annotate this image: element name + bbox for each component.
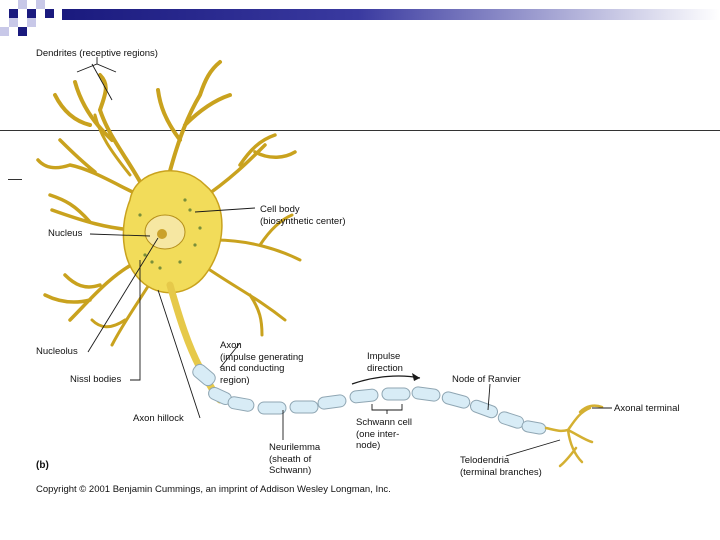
telodendria-line-1: Telodendria bbox=[460, 455, 510, 466]
decor-square bbox=[27, 9, 36, 18]
nucleus-label-text: Nucleus bbox=[48, 228, 83, 239]
decor-square bbox=[9, 9, 18, 18]
axon-desc-line-2: and conducting bbox=[220, 363, 285, 374]
node-of-ranvier-label-text: Node of Ranvier bbox=[452, 374, 521, 385]
title-gradient-bar bbox=[62, 9, 720, 20]
decorative-squares bbox=[0, 0, 720, 40]
impulse-direction-arrow bbox=[351, 375, 421, 385]
nucleus-label: Nucleus bbox=[48, 228, 82, 240]
decor-square bbox=[9, 18, 18, 27]
nucleolus-shape bbox=[157, 229, 167, 239]
schwann-cell-line-1: Schwann cell bbox=[356, 417, 412, 428]
nissl-bodies-label: Nissl bodies bbox=[70, 374, 121, 386]
axon-terminal-branches bbox=[544, 404, 604, 468]
nucleolus-label-text: Nucleolus bbox=[36, 346, 78, 357]
nissl-bodies-label-text: Nissl bodies bbox=[70, 374, 122, 385]
impulse-direction-line-2: direction bbox=[367, 362, 403, 374]
impulse-direction-line-1: Impulse bbox=[367, 351, 401, 362]
dendrites-label: Dendrites (receptive regions) bbox=[36, 48, 158, 60]
axon-label: Axon (impulse generating and conducting … bbox=[220, 340, 303, 386]
leader-lines bbox=[76, 57, 612, 457]
neurilemma-label: Neurilemma (sheath of Schwann) bbox=[269, 442, 320, 477]
axon-hillock-label-text: Axon hillock bbox=[133, 413, 184, 424]
nucleolus-label: Nucleolus bbox=[36, 346, 78, 358]
cell-body-title: Cell body bbox=[260, 204, 300, 215]
panel-label: (b) bbox=[36, 460, 49, 471]
axon-desc-line-3: region) bbox=[220, 374, 250, 386]
decor-square bbox=[0, 27, 9, 36]
impulse-direction-label: Impulse direction bbox=[367, 351, 403, 374]
cell-body-subtitle: (biosynthetic center) bbox=[260, 215, 346, 227]
schwann-cell-line-2: (one inter- bbox=[356, 428, 400, 440]
neurilemma-line-1: Neurilemma bbox=[269, 442, 321, 453]
axonal-terminal-label-text: Axonal terminal bbox=[614, 403, 680, 414]
arrow-head bbox=[412, 373, 420, 381]
node-of-ranvier-label: Node of Ranvier bbox=[452, 374, 521, 386]
decor-square bbox=[45, 9, 54, 18]
axon-desc-line-1: (impulse generating bbox=[220, 351, 304, 363]
slide-divider-line bbox=[0, 130, 720, 131]
decor-square bbox=[18, 27, 27, 36]
dendrites-label-text: Dendrites (receptive regions) bbox=[36, 48, 158, 59]
axon-title: Axon bbox=[220, 340, 242, 351]
axon-hillock-label: Axon hillock bbox=[133, 413, 184, 425]
neurilemma-line-3: Schwann) bbox=[269, 465, 312, 476]
decor-square bbox=[36, 0, 45, 9]
schwann-cell-line-3: node) bbox=[356, 440, 381, 451]
decor-square bbox=[18, 0, 27, 9]
neurilemma-line-2: (sheath of bbox=[269, 453, 312, 465]
schwann-cell-label: Schwann cell (one inter- node) bbox=[356, 417, 412, 452]
myelin-sheath bbox=[192, 363, 547, 435]
copyright-notice: Copyright © 2001 Benjamin Cummings, an i… bbox=[36, 484, 391, 495]
telodendria-line-2: (terminal branches) bbox=[460, 466, 542, 478]
telodendria-label: Telodendria (terminal branches) bbox=[460, 455, 542, 478]
cell-body-label: Cell body (biosynthetic center) bbox=[260, 204, 346, 227]
nissl-bodies-dots bbox=[138, 198, 202, 270]
decor-square bbox=[27, 18, 36, 27]
axonal-terminal-label: Axonal terminal bbox=[614, 403, 679, 415]
slide-short-dash bbox=[8, 179, 22, 180]
